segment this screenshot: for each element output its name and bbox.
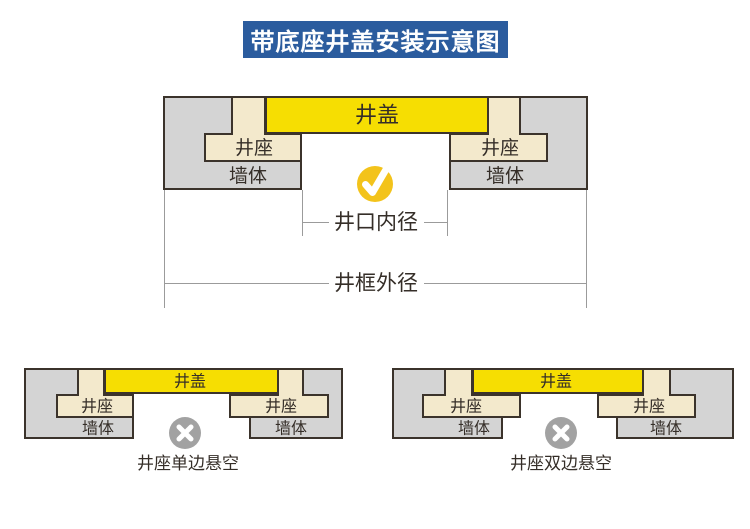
bl-cover-shape <box>104 368 279 394</box>
bottom-right-diagram: 井盖 井座 墙体 井座 墙体 井座双边悬空 <box>392 368 734 474</box>
bl-cover-label: 井盖 <box>174 372 206 391</box>
cross-icon <box>169 417 201 449</box>
br-right-seat-shape <box>597 368 696 418</box>
inner-dimension-lines <box>302 190 448 236</box>
main-right-wall-label: 墙体 <box>486 165 524 187</box>
inner-dimension-label: 井口内径 <box>334 210 418 234</box>
inner-dimension: 井口内径 <box>302 190 448 236</box>
bl-right-wall-label: 墙体 <box>275 419 307 438</box>
br-left-wall-label: 墙体 <box>458 419 490 438</box>
main-cover-label: 井盖 <box>355 104 399 129</box>
page-title: 带底座井盖安装示意图 <box>250 28 501 56</box>
check-glyph <box>362 166 390 196</box>
br-caption: 井座双边悬空 <box>510 454 612 474</box>
check-icon <box>357 166 393 202</box>
br-left-seat-label: 井座 <box>450 397 482 416</box>
title-banner: 带底座井盖安装示意图 <box>243 21 508 58</box>
outer-dimension-lines <box>164 190 587 308</box>
cross-glyph <box>176 424 194 442</box>
br-right-wall-label: 墙体 <box>650 419 682 438</box>
bl-left-seat-label: 井座 <box>81 397 113 416</box>
cross-glyph <box>552 424 570 442</box>
bl-caption: 井座单边悬空 <box>137 454 239 474</box>
cross-icon <box>545 417 577 449</box>
main-cover-shape <box>265 96 489 134</box>
main-left-seat-label: 井座 <box>235 137 273 159</box>
main-right-seat-label: 井座 <box>481 137 519 159</box>
bottom-left-diagram: 井盖 井座 墙体 井座 墙体 井座单边悬空 <box>24 368 343 474</box>
bl-left-wall-label: 墙体 <box>82 419 114 438</box>
br-cover-shape <box>472 368 644 394</box>
main-diagram: 井盖 井座 墙体 井座 墙体 井口内径 井框外径 <box>163 96 588 308</box>
br-cover-label: 井盖 <box>540 372 572 391</box>
bl-right-seat-label: 井座 <box>265 397 297 416</box>
br-right-seat-label: 井座 <box>633 397 665 416</box>
main-left-wall-label: 墙体 <box>229 165 267 187</box>
outer-dimension-label: 井框外径 <box>334 271 418 295</box>
outer-dimension: 井框外径 <box>164 190 587 308</box>
